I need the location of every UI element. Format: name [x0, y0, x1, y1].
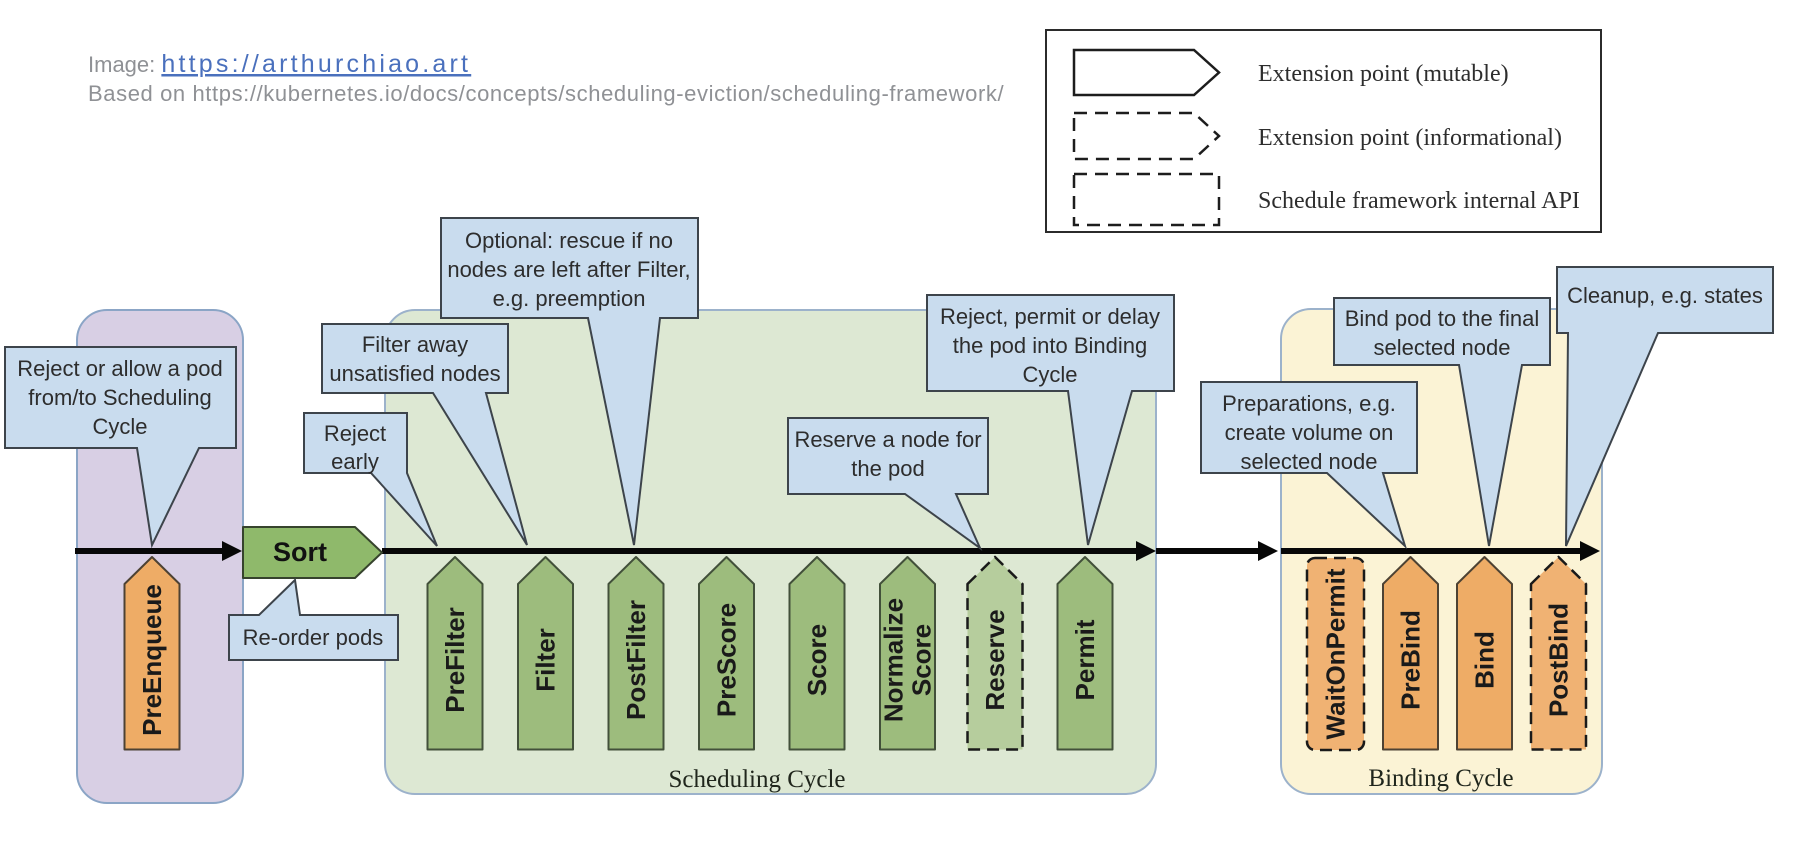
svg-text:PreScore: PreScore [712, 603, 742, 717]
svg-text:PostFilter: PostFilter [621, 600, 651, 720]
svg-text:Binding Cycle: Binding Cycle [1368, 765, 1513, 792]
svg-text:Re-order pods: Re-order pods [243, 625, 384, 650]
svg-text:create volume on: create volume on [1225, 420, 1394, 445]
svg-text:Bind: Bind [1470, 631, 1500, 689]
svg-text:Reserve a node for: Reserve a node for [794, 427, 981, 452]
svg-text:Reject: Reject [324, 421, 386, 446]
svg-text:Cycle: Cycle [92, 414, 147, 439]
svg-text:Score: Score [907, 624, 937, 696]
svg-text:Extension point (mutable): Extension point (mutable) [1258, 61, 1509, 87]
svg-text:Sort: Sort [273, 537, 327, 567]
svg-text:Reject or allow a pod: Reject or allow a pod [17, 356, 222, 381]
svg-text:Schedule framework internal AP: Schedule framework internal API [1258, 188, 1580, 214]
svg-text:unsatisfied nodes: unsatisfied nodes [329, 361, 500, 386]
svg-text:PostBind: PostBind [1544, 603, 1574, 717]
svg-text:Cycle: Cycle [1022, 362, 1077, 387]
svg-text:the pod into Binding: the pod into Binding [953, 333, 1148, 358]
svg-text:Based on https://kubernetes.io: Based on https://kubernetes.io/docs/conc… [88, 81, 1004, 106]
svg-text:PreBind: PreBind [1396, 610, 1426, 710]
svg-text:Filter: Filter [531, 628, 561, 692]
svg-text:early: early [331, 449, 379, 474]
svg-text:Normalize: Normalize [879, 598, 909, 722]
svg-text:Optional: rescue if no: Optional: rescue if no [465, 228, 673, 253]
svg-text:Permit: Permit [1070, 619, 1100, 700]
svg-text:Filter away: Filter away [362, 332, 468, 357]
svg-text:Image: https://arthurchiao.art: Image: https://arthurchiao.art [88, 50, 471, 78]
svg-text:nodes are left after Filter,: nodes are left after Filter, [447, 257, 690, 282]
svg-text:selected node: selected node [1374, 335, 1511, 360]
svg-text:Reserve: Reserve [980, 609, 1010, 710]
svg-text:Cleanup, e.g. states: Cleanup, e.g. states [1567, 283, 1763, 308]
svg-text:Preparations, e.g.: Preparations, e.g. [1222, 391, 1396, 416]
svg-text:e.g. preemption: e.g. preemption [493, 286, 646, 311]
svg-text:WaitOnPermit: WaitOnPermit [1321, 568, 1351, 739]
svg-text:Extension point (informational: Extension point (informational) [1258, 125, 1562, 151]
svg-text:the pod: the pod [851, 456, 924, 481]
svg-text:Reject, permit or delay: Reject, permit or delay [940, 304, 1160, 329]
svg-text:PreFilter: PreFilter [440, 607, 470, 713]
svg-text:Bind pod to the final: Bind pod to the final [1345, 306, 1539, 331]
svg-text:from/to Scheduling: from/to Scheduling [28, 385, 211, 410]
svg-text:PreEnqueue: PreEnqueue [137, 584, 167, 736]
svg-text:Scheduling Cycle: Scheduling Cycle [668, 766, 845, 793]
svg-text:Score: Score [802, 624, 832, 696]
svg-text:selected node: selected node [1241, 449, 1378, 474]
